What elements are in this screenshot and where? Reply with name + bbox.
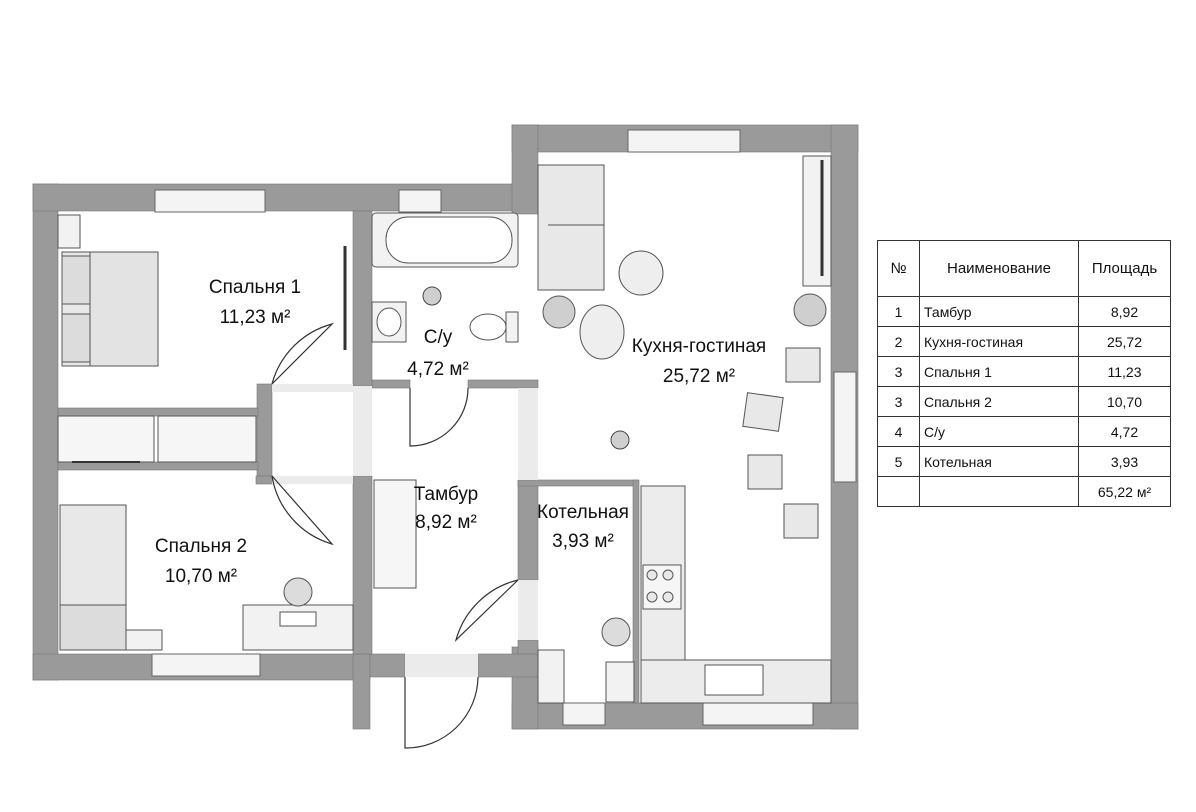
legend-num: 4 bbox=[877, 416, 920, 447]
legend-total-num bbox=[877, 476, 920, 507]
legend-total-name bbox=[919, 476, 1079, 507]
legend-header-name: Наименование bbox=[919, 240, 1079, 297]
legend-name: Спальня 2 bbox=[919, 386, 1079, 417]
room-area-bedroom2: 10,70 м² bbox=[165, 566, 237, 587]
table-row: 1 Тамбур 8,92 bbox=[877, 296, 1171, 327]
legend-name: Спальня 1 bbox=[919, 356, 1079, 387]
legend-num: 3 bbox=[877, 386, 920, 417]
legend-header-area: Площадь bbox=[1078, 240, 1171, 297]
room-labels: Спальня 1 11,23 м² С/у 4,72 м² Кухня-гос… bbox=[155, 277, 766, 587]
room-area-vestibule: 8,92 м² bbox=[415, 512, 477, 533]
tv-unit-icon bbox=[802, 155, 832, 287]
shoe-rack-icon bbox=[373, 479, 417, 589]
legend-name: Кухня-гостиная bbox=[919, 326, 1079, 357]
legend-area: 11,23 bbox=[1078, 356, 1171, 387]
room-area-kitchen: 25,72 м² bbox=[663, 366, 735, 387]
room-name-boiler: Котельная bbox=[537, 502, 629, 523]
legend-name: С/у bbox=[919, 416, 1079, 447]
room-name-bathroom: С/у bbox=[424, 327, 453, 348]
plant-icon-2 bbox=[793, 293, 827, 327]
armchair-icon bbox=[579, 304, 625, 360]
washer-icon bbox=[537, 649, 565, 704]
room-name-vestibule: Тамбур bbox=[414, 484, 479, 505]
passages bbox=[272, 384, 538, 677]
legend-num: 5 bbox=[877, 446, 920, 477]
plant-icon bbox=[542, 295, 576, 329]
legend-num: 1 bbox=[877, 296, 920, 327]
table-row: 5 Котельная 3,93 bbox=[877, 446, 1171, 477]
room-area-bathroom: 4,72 м² bbox=[407, 359, 469, 380]
legend-area: 4,72 bbox=[1078, 416, 1171, 447]
legend-total-row: 65,22 м² bbox=[877, 476, 1171, 507]
boiler-icon bbox=[601, 617, 631, 647]
legend-area: 10,70 bbox=[1078, 386, 1171, 417]
legend-num: 2 bbox=[877, 326, 920, 357]
table-row: 3 Спальня 2 10,70 bbox=[877, 386, 1171, 417]
legend-header-num: № bbox=[877, 240, 920, 297]
floor-plan: Спальня 1 11,23 м² С/у 4,72 м² Кухня-гос… bbox=[32, 124, 859, 749]
sofa-icon bbox=[537, 164, 605, 291]
dining-chair-icon bbox=[785, 347, 821, 383]
room-name-bedroom1: Спальня 1 bbox=[209, 277, 301, 298]
doors bbox=[271, 322, 519, 749]
room-name-kitchen: Кухня-гостиная bbox=[632, 336, 766, 357]
table-row: 3 Спальня 1 11,23 bbox=[877, 356, 1171, 387]
table-row: 4 С/у 4,72 bbox=[877, 416, 1171, 447]
person-icons bbox=[422, 286, 630, 450]
legend-name: Тамбур bbox=[919, 296, 1079, 327]
chair-icon bbox=[283, 577, 313, 607]
area-legend-table: № Наименование Площадь 1 Тамбур 8,92 2 К… bbox=[877, 240, 1171, 507]
legend-name: Котельная bbox=[919, 446, 1079, 477]
legend-num: 3 bbox=[877, 356, 920, 387]
legend-header-row: № Наименование Площадь bbox=[877, 240, 1171, 297]
room-area-bedroom1: 11,23 м² bbox=[220, 307, 291, 328]
table-icon bbox=[618, 250, 664, 296]
table-row: 2 Кухня-гостиная 25,72 bbox=[877, 326, 1171, 357]
room-name-bedroom2: Спальня 2 bbox=[155, 536, 247, 557]
legend-area: 8,92 bbox=[1078, 296, 1171, 327]
legend-area: 3,93 bbox=[1078, 446, 1171, 477]
furniture bbox=[57, 155, 832, 704]
person-icon bbox=[422, 286, 442, 306]
person-icon-2 bbox=[610, 430, 630, 450]
kitchen-sink-icon bbox=[704, 664, 764, 696]
toilet-icon bbox=[505, 311, 519, 343]
room-area-boiler: 3,93 м² bbox=[552, 531, 614, 552]
wardrobe-icon bbox=[57, 415, 155, 463]
legend-area: 25,72 bbox=[1078, 326, 1171, 357]
legend-total-area: 65,22 м² bbox=[1078, 476, 1171, 507]
windows bbox=[151, 129, 857, 726]
